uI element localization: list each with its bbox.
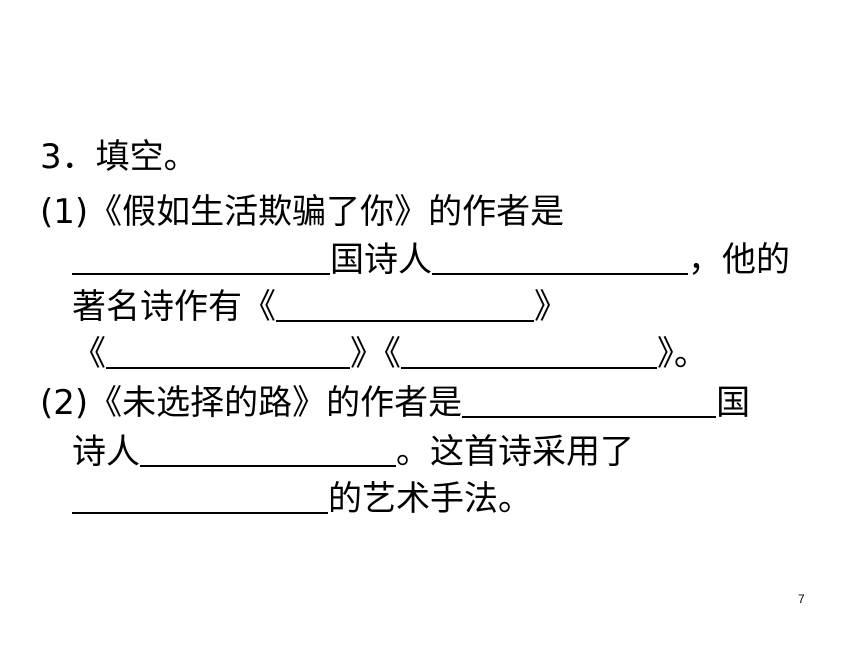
- item1-prompt: 《假如生活欺骗了你》的作者是: [88, 192, 565, 232]
- item2-line2-end: 。这首诗采用了: [396, 432, 634, 472]
- item2-line1: (2)《未选择的路》的作者是 国: [40, 383, 750, 423]
- item1-line4: 《》《》。: [72, 334, 708, 374]
- item1-line3-end: 》: [534, 287, 568, 327]
- item1-line4-close1: 》: [350, 334, 384, 374]
- blank-work-2[interactable]: [106, 337, 350, 369]
- item2-number: (2): [40, 383, 89, 423]
- item1-line4-end: 。: [674, 334, 708, 374]
- item1-line4-open1: 《: [72, 334, 106, 374]
- item1-line3-text: 著名诗作有《: [72, 287, 276, 327]
- item2-prompt: 《未选择的路》的作者是: [88, 383, 463, 423]
- blank-technique[interactable]: [72, 482, 328, 514]
- page-number: 7: [798, 592, 805, 606]
- item1-line2-end: ，他的: [688, 240, 790, 280]
- question-title: 3．填空。: [40, 137, 198, 177]
- item2-line1-end: 国: [716, 383, 751, 423]
- item1-line4-close2: 》: [657, 334, 674, 374]
- item1-line1: (1)《假如生活欺骗了你》的作者是: [40, 192, 564, 232]
- blank-frost-nationality[interactable]: [462, 386, 717, 418]
- blank-nationality[interactable]: [72, 243, 330, 275]
- item1-line3: 著名诗作有《 》: [72, 287, 568, 327]
- item1-line4-open2: 《: [384, 334, 401, 374]
- item2-line3-end: 的艺术手法。: [328, 479, 532, 519]
- blank-work-3[interactable]: [401, 337, 657, 369]
- question-title-text: 3．填空。: [40, 137, 198, 177]
- blank-frost-name[interactable]: [140, 435, 396, 467]
- item2-line3: 的艺术手法。: [72, 479, 532, 519]
- item2-line2-text: 诗人: [72, 432, 140, 472]
- item1-line2: 国诗人 ，他的: [72, 240, 790, 280]
- item1-line2-mid: 国诗人: [330, 240, 432, 280]
- blank-poet-name[interactable]: [432, 243, 688, 275]
- item2-line2: 诗人 。这首诗采用了: [72, 432, 634, 472]
- blank-work-1[interactable]: [276, 290, 534, 322]
- item1-number: (1): [40, 192, 89, 232]
